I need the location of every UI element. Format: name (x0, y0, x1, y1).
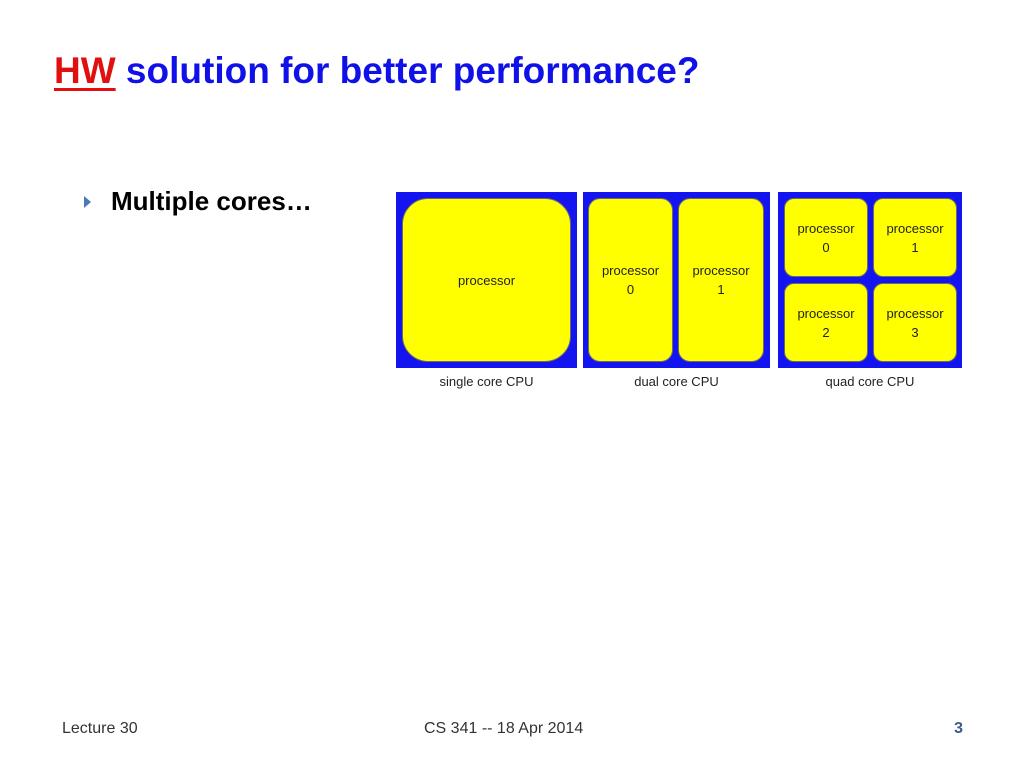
core-label: processor (692, 263, 750, 278)
cpu-caption: single core CPU (439, 374, 534, 389)
cpu-caption: dual core CPU (634, 374, 719, 389)
single-core-cpu: processor (396, 192, 577, 368)
core-block: processor 3 (873, 283, 957, 362)
core-index: 1 (911, 239, 919, 255)
quad-core-cpu: processor 0 processor 1 processor 2 proc… (778, 192, 962, 368)
core-block: processor 0 (588, 198, 673, 362)
bullet-arrow-icon (84, 195, 91, 208)
core-label: processor (601, 263, 660, 278)
core-label: processor (886, 220, 944, 236)
core-index: 0 (822, 239, 830, 255)
core-block: processor 1 (678, 198, 764, 362)
title-accent: HW (54, 50, 116, 91)
dual-core-cpu: processor 0 processor 1 (583, 192, 770, 368)
core-label: processor (886, 305, 944, 321)
core-block: processor (402, 198, 571, 362)
core-block: processor 2 (784, 283, 868, 362)
core-block: processor 0 (784, 198, 868, 277)
slide-number: 3 (954, 720, 963, 737)
title-rest: solution for better performance? (115, 50, 700, 91)
core-label: processor (457, 272, 516, 288)
footer-lecture: Lecture 30 (62, 720, 138, 737)
bullet-item: Multiple cores… (84, 186, 312, 217)
cpu-caption: quad core CPU (825, 374, 915, 389)
footer-course-date: CS 341 -- 18 Apr 2014 (424, 720, 584, 737)
core-label: processor (797, 305, 855, 321)
core-index: 2 (822, 324, 830, 340)
slide-title: HW solution for better performance? (54, 50, 700, 92)
core-label: processor (797, 220, 855, 236)
core-block: processor 1 (873, 198, 957, 277)
core-index: 1 (717, 282, 725, 297)
core-index: 3 (911, 324, 919, 340)
core-index: 0 (626, 282, 635, 297)
bullet-text: Multiple cores… (111, 186, 312, 216)
